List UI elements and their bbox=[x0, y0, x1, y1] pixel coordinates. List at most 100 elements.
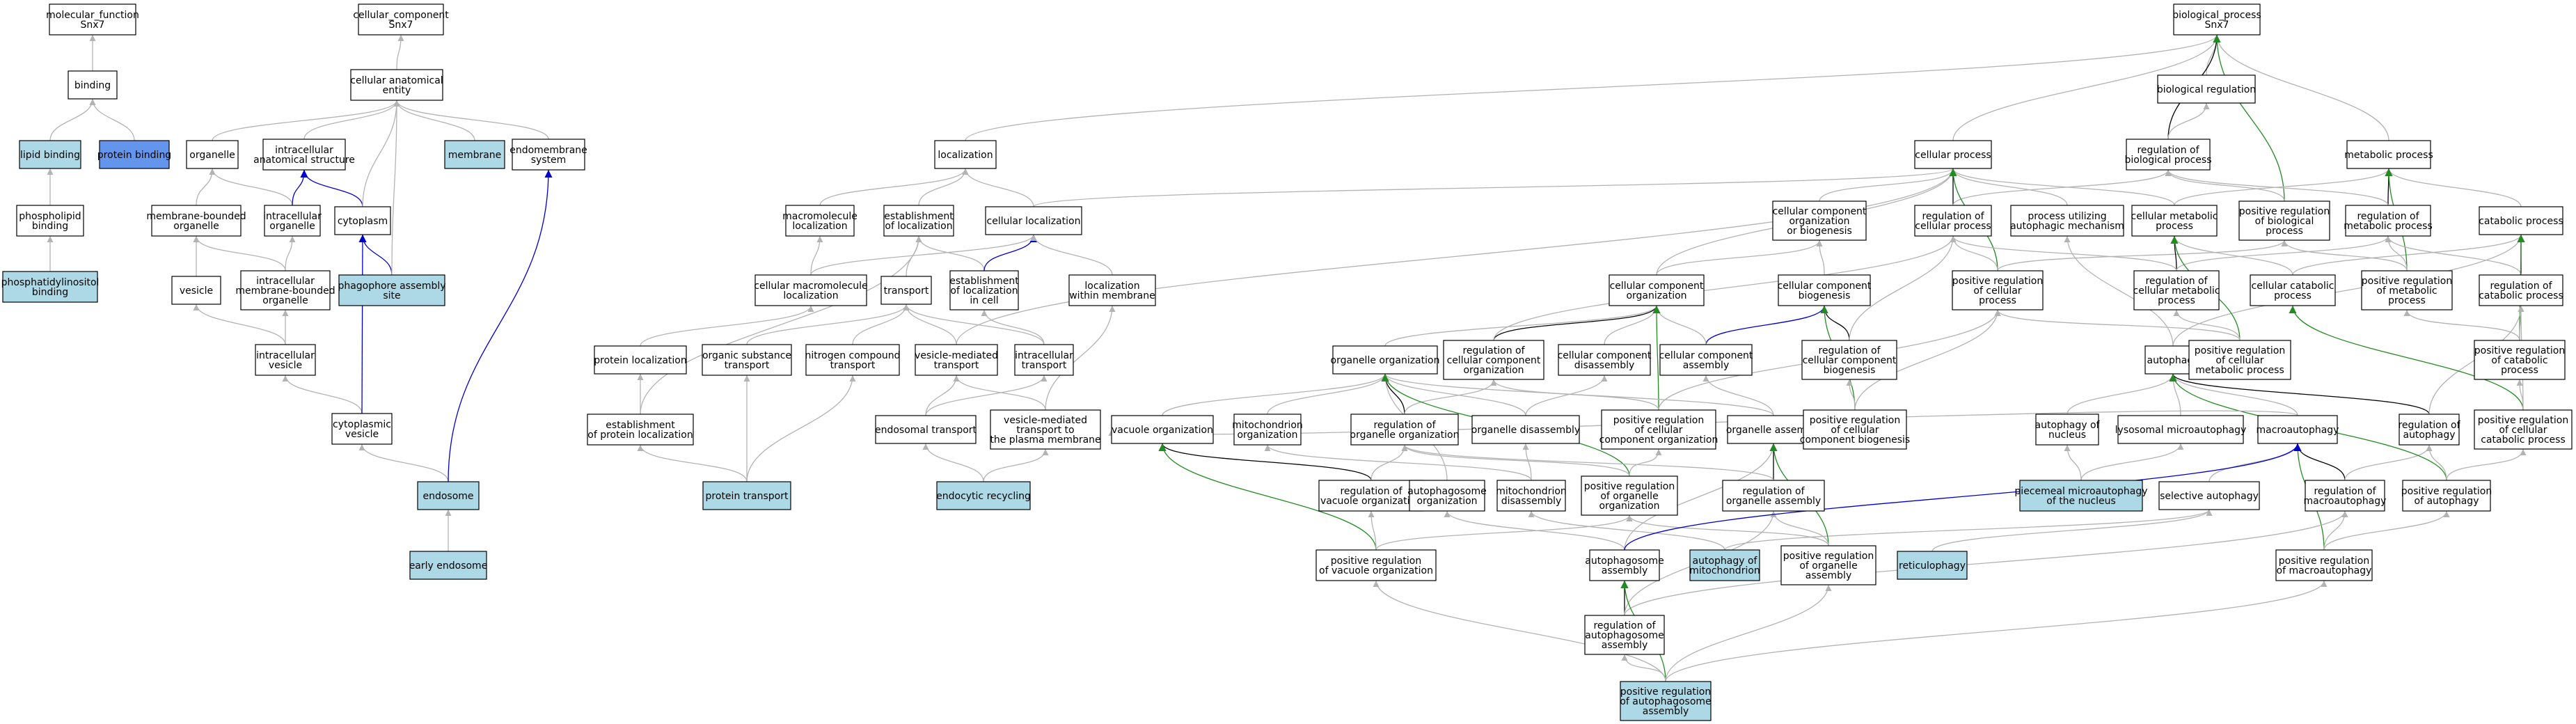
go-term-node[interactable]: selective autophagy bbox=[2158, 481, 2260, 510]
go-term-node[interactable]: cellular process bbox=[1914, 140, 1992, 169]
go-term-node[interactable]: early endosome bbox=[409, 551, 488, 580]
go-term-node[interactable]: endosome bbox=[417, 481, 480, 510]
go-term-node[interactable]: transport bbox=[880, 276, 932, 305]
go-term-node[interactable]: binding bbox=[68, 70, 118, 100]
edge-is-a bbox=[1624, 443, 1777, 551]
go-term-node[interactable]: organelle organization bbox=[1331, 345, 1440, 375]
go-term-node[interactable]: organelle disassembly bbox=[1471, 415, 1580, 444]
go-term-node[interactable]: endosomal transport bbox=[875, 415, 977, 444]
go-term-node[interactable]: cytoplasm bbox=[334, 206, 391, 235]
node-box bbox=[331, 413, 393, 445]
node-box bbox=[409, 551, 487, 580]
go-term-node[interactable]: cellular localization bbox=[985, 206, 1082, 235]
go-term-node[interactable]: protein localization bbox=[594, 345, 687, 375]
node-label: positive regulation bbox=[1584, 481, 1675, 492]
go-term-node[interactable]: biological regulation bbox=[2157, 74, 2256, 104]
go-term-node[interactable]: protein transport bbox=[702, 481, 791, 510]
go-term-node[interactable]: endocytic recycling bbox=[936, 481, 1031, 510]
go-term-node[interactable]: metabolic process bbox=[2344, 140, 2433, 169]
go-term-node[interactable]: macroautophagy bbox=[2257, 415, 2339, 444]
go-term-node[interactable]: reticulophagy bbox=[1897, 551, 1968, 580]
go-term-node[interactable]: catabolic process bbox=[2479, 206, 2563, 235]
go-term-node[interactable]: protein binding bbox=[97, 140, 171, 169]
go-term-node[interactable]: membrane bbox=[444, 140, 505, 169]
node-label: localization bbox=[792, 221, 847, 232]
go-term-node[interactable]: organelle bbox=[186, 140, 239, 169]
go-term-node[interactable]: vacuole organization bbox=[1111, 415, 1214, 444]
go-term-node[interactable]: vesicle bbox=[171, 276, 221, 305]
go-term-node[interactable]: localization bbox=[934, 140, 997, 169]
go-term-node[interactable]: lipid binding bbox=[19, 140, 81, 169]
node-label: regulation of bbox=[1373, 420, 1436, 431]
go-term-node[interactable]: lysosomal microautophagy bbox=[2115, 415, 2247, 444]
